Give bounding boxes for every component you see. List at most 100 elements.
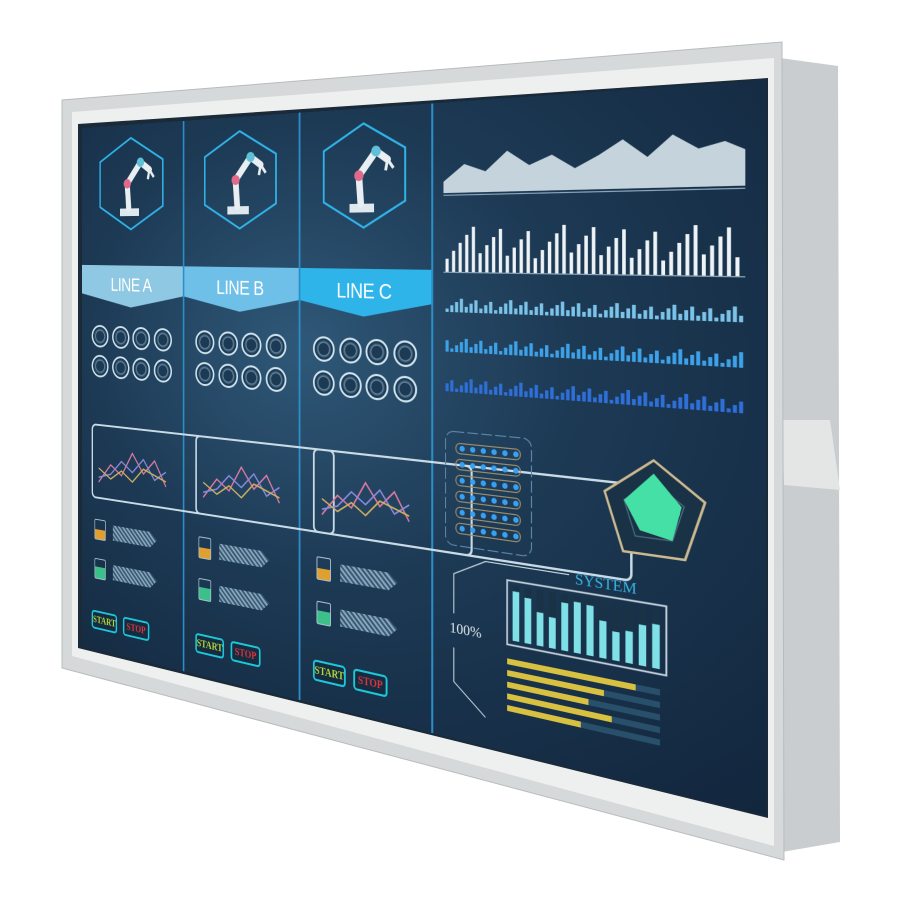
grid-dot [513,468,519,474]
grid-dot [513,517,519,524]
robot-arm-icon [99,134,165,232]
stop-button[interactable]: STOP [123,616,149,641]
level-bar [599,394,603,403]
grid-dot [491,449,496,455]
level-bar [632,399,636,405]
level-bar [593,397,597,402]
level-bar [494,310,497,314]
level-bar [610,353,614,361]
level-bar [727,310,731,322]
grid-dot [470,511,475,517]
bar [645,240,649,275]
robot-arm-icon [203,127,278,231]
text-block [219,586,269,612]
grid-dot [513,533,519,540]
stop-button[interactable]: STOP [353,668,387,698]
start-button[interactable]: START [195,633,224,660]
level-bar [599,314,603,318]
bar [694,225,698,276]
level-bar [702,361,706,366]
chart-series [203,462,279,508]
level-bar [621,393,625,404]
level-bar [702,396,706,410]
level-bar [535,307,538,315]
grid-dot [481,529,486,536]
bar [710,246,714,277]
level-bar [529,310,532,315]
level-bar [733,356,737,368]
level-bar [733,306,737,322]
level-bar [455,345,458,352]
level-bar [460,299,463,313]
gauge-icon [393,340,417,368]
system-bar [574,602,581,654]
level-bar [494,387,497,395]
level-bar [582,346,586,360]
bar [653,232,657,276]
level-bar [610,400,614,404]
level-bar [739,316,743,323]
text-block [340,564,397,591]
bar [527,231,530,273]
level-bar [672,353,676,365]
grid-row [456,443,520,460]
gauge-icon [339,337,361,364]
line-label: LINE B [216,278,263,302]
text-block [113,525,157,548]
level-bar [455,388,458,392]
bar [459,243,462,273]
system-bar [652,624,660,670]
level-bar [626,390,630,405]
level-bar [504,303,507,314]
level-bar [721,314,725,322]
level-bar [446,383,449,391]
bar [446,259,449,273]
level-bar [708,308,712,321]
level-bar [638,314,642,319]
chart-series [99,449,166,492]
level-bar [514,341,517,355]
level-bar [446,340,449,351]
level-bar [655,315,659,319]
level-bar [577,395,581,401]
grid-dot [481,448,486,454]
system-bar [561,602,568,651]
gauge-icon [154,328,172,352]
grid-dot [502,450,507,456]
level-bar [588,308,592,317]
bar [702,254,706,276]
level-bar [566,389,569,400]
level-bar [661,395,665,408]
grid-dot [502,499,507,506]
grid-dot [491,465,496,471]
bar [638,249,642,275]
level-bar [524,302,527,315]
start-button[interactable]: START [92,609,117,634]
level-bar [655,351,659,364]
level-bar [535,352,538,357]
level-bar [479,341,482,354]
level-bar [509,300,512,314]
level-bar [690,355,694,365]
level-bar [721,363,725,367]
level-bar [540,393,543,398]
level-bar [626,355,630,361]
grid-dot [470,479,475,485]
gauge-icon [393,375,417,403]
start-button[interactable]: START [313,659,346,688]
level-bar [582,312,586,317]
level-bar [566,310,569,316]
text-block [340,609,397,638]
bar [513,248,516,274]
level-bar [540,303,543,315]
stop-button[interactable]: STOP [231,641,261,668]
level-bar [474,300,477,313]
level-bar [604,310,608,317]
grid-dot [491,530,496,537]
grid-dot [502,483,507,489]
level-bar [621,312,625,318]
gauge-grid [90,325,173,384]
bar [592,227,596,274]
system-bar [586,605,593,657]
level-bar [535,385,538,398]
